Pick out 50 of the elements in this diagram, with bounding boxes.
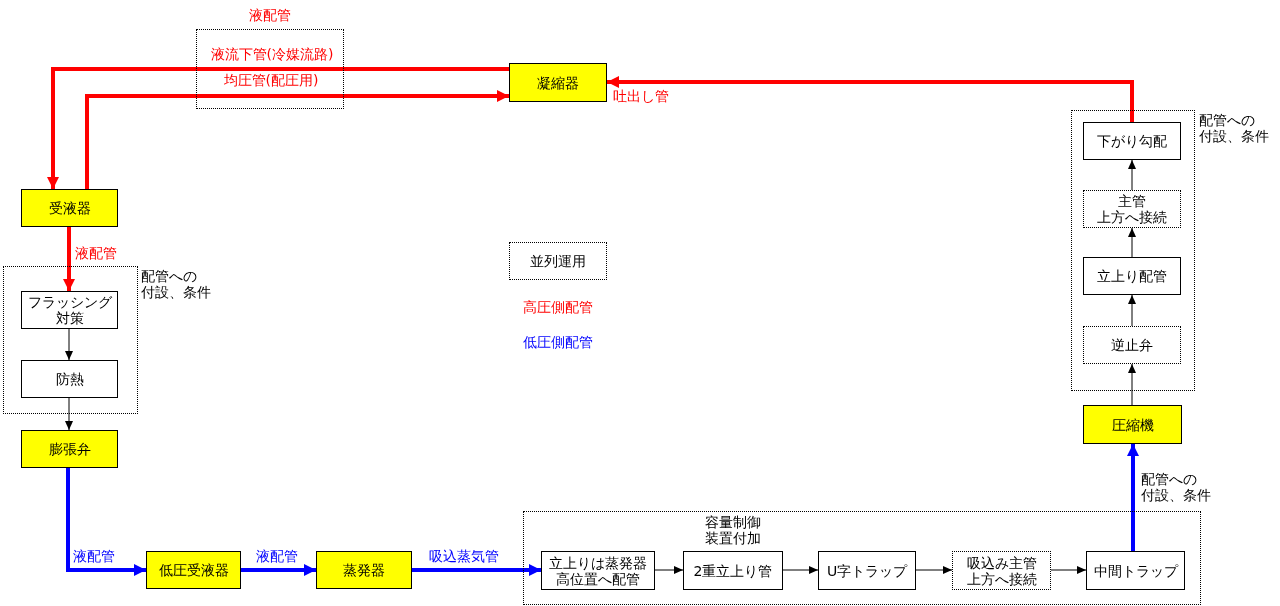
- arrow: [782, 566, 819, 574]
- edge-label: 液流下管(冷媒流路): [210, 46, 334, 62]
- arrow: [1127, 444, 1139, 551]
- arrow: [47, 67, 509, 189]
- arrow: [241, 564, 316, 576]
- process-box: U字トラップ: [818, 551, 916, 590]
- process-box: フラッシング対策: [21, 291, 118, 329]
- group-heading: 配管への付設、条件: [141, 268, 211, 300]
- dotted-box: 並列運用: [509, 242, 607, 280]
- equipment-box: 圧縮機: [1083, 405, 1182, 444]
- process-box: 中間トラップ: [1086, 551, 1185, 590]
- dotted-box: 主管上方へ接続: [1083, 190, 1181, 228]
- arrow: [65, 328, 73, 361]
- equipment-box: 低圧受液器: [146, 551, 241, 589]
- process-box: 下がり勾配: [1083, 122, 1181, 160]
- process-box: 立上り配管: [1083, 257, 1181, 295]
- process-box: 防熱: [21, 360, 118, 398]
- equipment-box: 受液器: [21, 189, 118, 227]
- arrow: [85, 90, 509, 189]
- arrow: [412, 564, 541, 576]
- arrow: [1050, 566, 1087, 574]
- arrow: [1128, 363, 1136, 406]
- legend-text: 高圧側配管: [523, 299, 593, 315]
- arrow: [915, 566, 953, 574]
- arrow: [65, 397, 73, 431]
- pipe-heading: 液配管: [249, 7, 291, 23]
- process-box: 立上りは蒸発器高位置へ配管: [541, 551, 655, 590]
- arrow: [63, 227, 75, 291]
- group-heading: 配管への付設、条件: [1199, 112, 1269, 144]
- arrow: [654, 566, 684, 574]
- arrow: [607, 76, 1134, 122]
- dotted-box: 吸込み主管上方へ接続: [952, 551, 1051, 590]
- arrow: [1128, 159, 1136, 191]
- edge-label: 液配管: [256, 548, 298, 564]
- edge-label: 液配管: [73, 548, 115, 564]
- arrow: [1128, 294, 1136, 327]
- equipment-box: 凝縮器: [509, 63, 607, 102]
- edge-label: 吐出し管: [613, 88, 669, 104]
- equipment-box: 蒸発器: [316, 551, 412, 589]
- equipment-box: 膨張弁: [21, 430, 118, 468]
- arrow: [1128, 227, 1136, 258]
- edge-label: 吸込蒸気管: [429, 548, 499, 564]
- dotted-box: 逆止弁: [1083, 326, 1181, 364]
- group-heading: 配管への付設、条件: [1141, 471, 1211, 503]
- edge-label: 均圧管(配圧用): [223, 72, 319, 88]
- note-text: 容量制御装置付加: [705, 514, 761, 546]
- arrow: [66, 468, 146, 576]
- process-box: 2重立上り管: [683, 551, 783, 590]
- edge-label: 液配管: [75, 245, 117, 261]
- legend-text: 低圧側配管: [523, 334, 593, 350]
